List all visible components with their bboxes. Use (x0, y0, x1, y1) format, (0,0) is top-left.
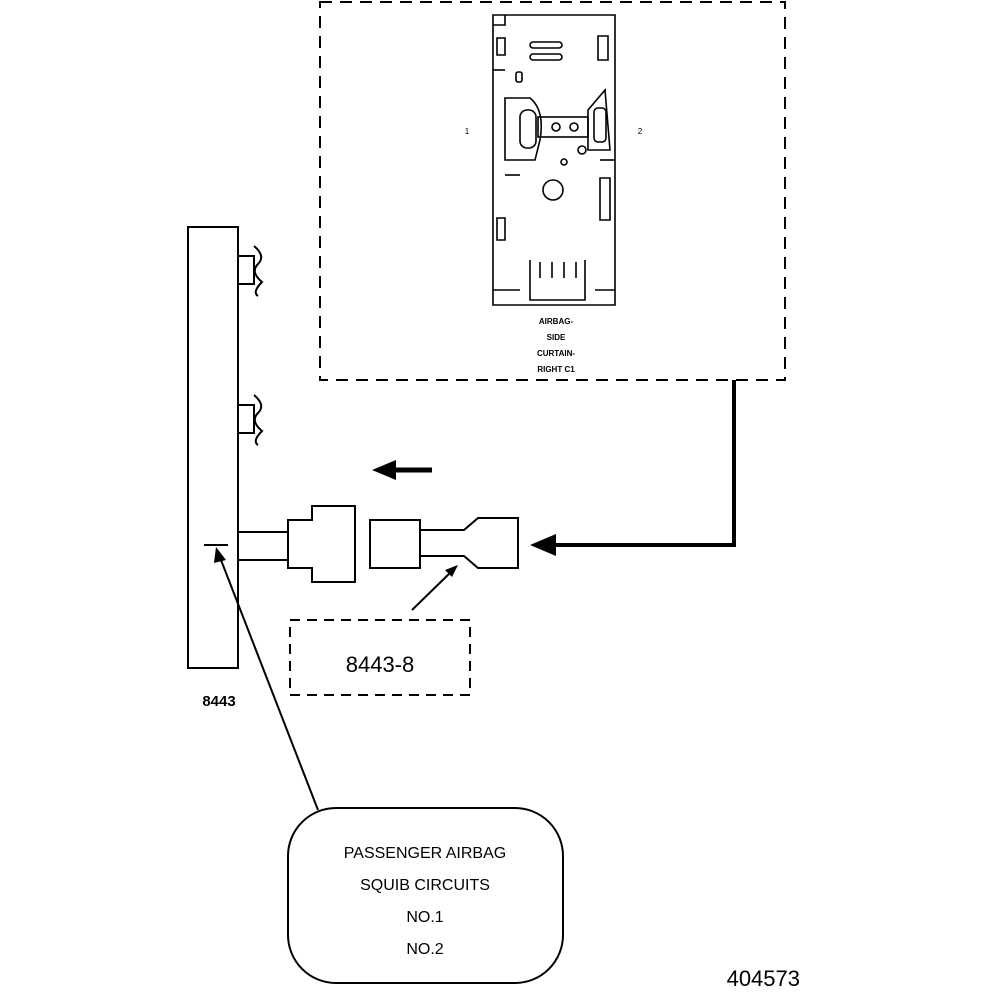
tester-label: 8443 (202, 693, 235, 710)
caption-line-2: SIDE (547, 333, 566, 342)
connect-arrow-icon (530, 534, 556, 556)
connector-caption: AIRBAG- SIDE CURTAIN- RIGHT C1 (537, 317, 575, 374)
caption-line-3: CURTAIN- (537, 349, 575, 358)
connector-face-drawing (492, 14, 616, 306)
direction-arrow-icon (372, 460, 396, 480)
arrows (214, 380, 736, 811)
callout-line-2: SQUIB CIRCUITS (360, 877, 490, 894)
adapter-label: 8443-8 (346, 652, 415, 677)
callout-text: PASSENGER AIRBAG SQUIB CIRCUITS NO.1 NO.… (344, 845, 506, 958)
adapter-pointer-icon (445, 565, 458, 577)
pin-2-label: 2 (638, 127, 643, 136)
callout-line-3: NO.1 (406, 909, 443, 926)
callout-box (287, 807, 564, 984)
callout-line-1: PASSENGER AIRBAG (344, 845, 506, 862)
callout-line-4: NO.2 (406, 941, 443, 958)
adapter-label-box (289, 619, 471, 696)
adapter-connector (237, 505, 519, 583)
caption-line-1: AIRBAG- (539, 317, 574, 326)
tester-body (187, 226, 264, 669)
figure-number: 404573 (727, 966, 800, 991)
caption-line-4: RIGHT C1 (537, 365, 575, 374)
pin-1-label: 1 (465, 127, 470, 136)
callout-pointer-icon (214, 547, 226, 563)
